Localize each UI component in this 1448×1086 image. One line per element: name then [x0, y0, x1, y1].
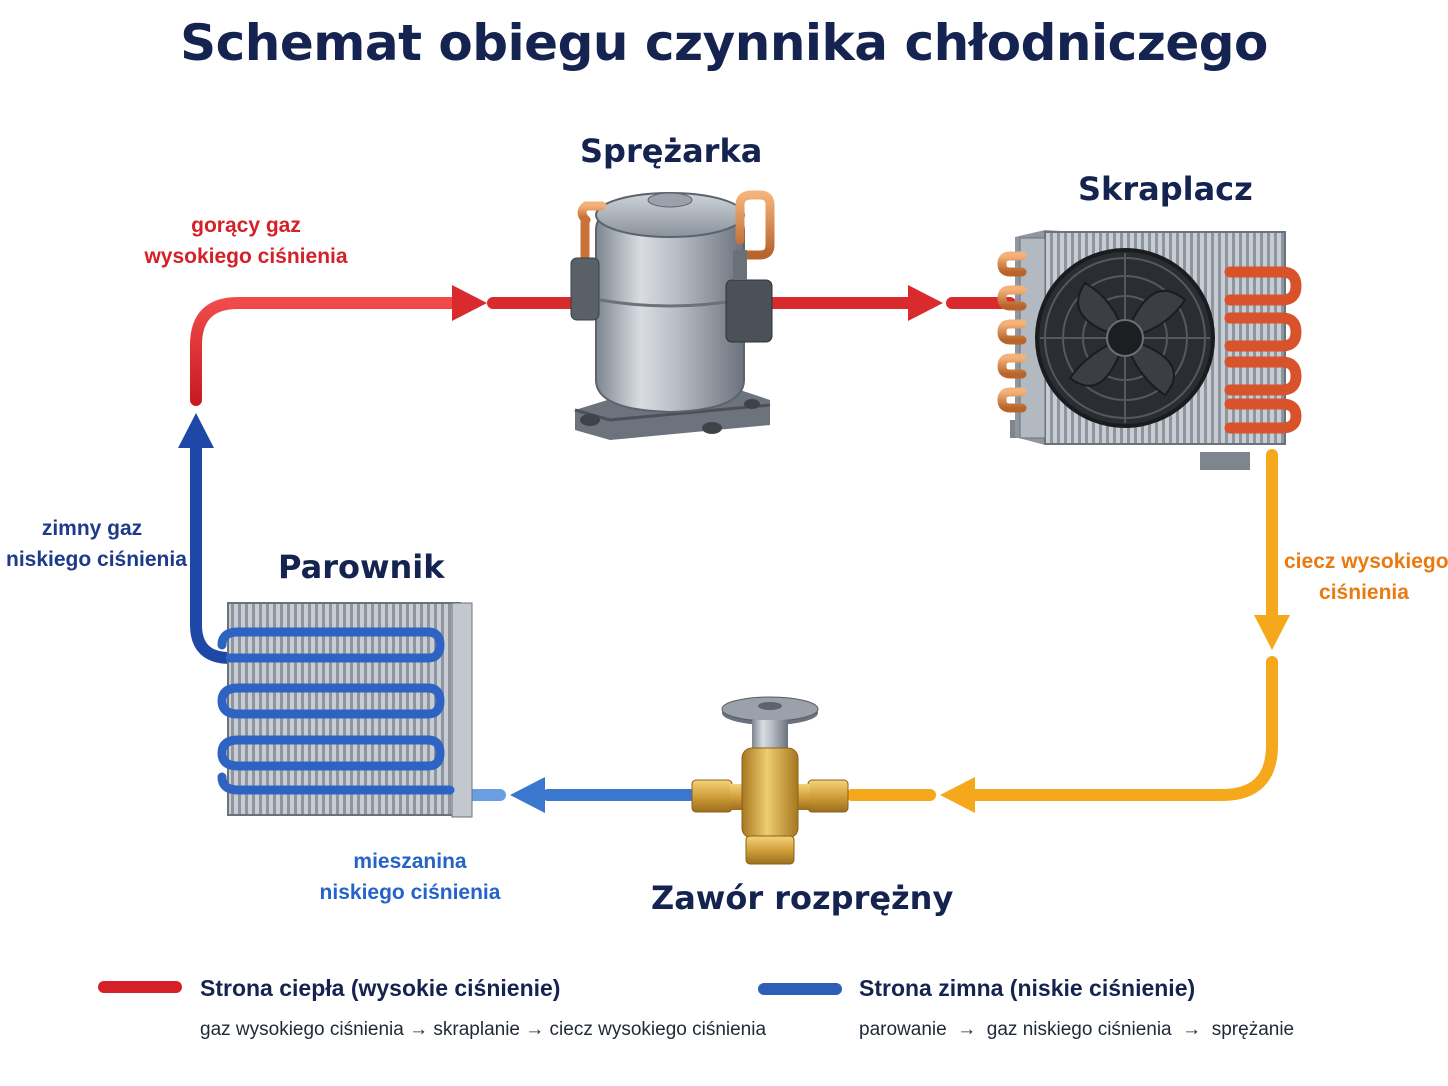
evaporator-illustration: [217, 602, 473, 818]
cold-arrowhead-up: [178, 413, 214, 448]
hot-gas-label-line2: wysokiego ciśnienia: [144, 245, 348, 268]
condenser-label: Skraplacz: [1078, 170, 1253, 208]
cold-gas-label-line2: niskiego ciśnienia: [6, 548, 187, 571]
liquid-arrowhead-left: [940, 777, 975, 813]
expansion-valve-label: Zawór rozprężny: [651, 879, 954, 917]
legend-warm-swatch: [98, 981, 182, 993]
legend-cold-title: Strona zimna (niskie ciśnienie): [859, 975, 1196, 1001]
cold-gas-label-line1: zimny gaz: [41, 517, 143, 540]
hot-gas-label-line1: gorący gaz: [191, 214, 301, 237]
liquid-line: [846, 449, 1278, 801]
legend-cold-swatch: [758, 983, 842, 995]
hot-arrowhead-1: [452, 285, 487, 321]
legend-warm-description: gaz wysokiego ciśnienia → skraplanie → c…: [200, 1019, 767, 1040]
liquid-label-line2: ciśnienia: [1319, 581, 1409, 604]
compressor-label: Sprężarka: [580, 132, 763, 170]
expansion-valve-illustration: [691, 696, 849, 865]
condenser-illustration: [997, 230, 1302, 470]
legend-warm-title: Strona ciepła (wysokie ciśnienie): [200, 975, 561, 1001]
diagram-title: Schemat obiegu czynnika chłodniczego: [180, 14, 1268, 72]
low-pressure-mixture-label: mieszanina niskiego ciśnienia: [312, 846, 508, 908]
liquid-label-line1: ciecz wysokiego: [1284, 550, 1448, 573]
mixture-label-line1: mieszanina: [353, 850, 467, 873]
liquid-arrowhead-down: [1254, 615, 1290, 650]
compressor-illustration: [570, 190, 775, 440]
hot-arrowhead-2: [908, 285, 943, 321]
high-pressure-liquid-label: ciecz wysokiego ciśnienia: [1284, 546, 1448, 608]
cold-gas-line: [190, 442, 236, 664]
mixture-arrowhead-left: [510, 777, 545, 813]
mixture-label-line2: niskiego ciśnienia: [319, 881, 501, 904]
cold-gas-label: zimny gaz niskiego ciśnienia: [6, 513, 187, 575]
hot-gas-label: gorący gaz wysokiego ciśnienia: [128, 210, 364, 272]
legend-cold-description: parowanie → gaz niskiego ciśnienia → spr…: [859, 1019, 1295, 1040]
evaporator-label: Parownik: [278, 548, 445, 586]
